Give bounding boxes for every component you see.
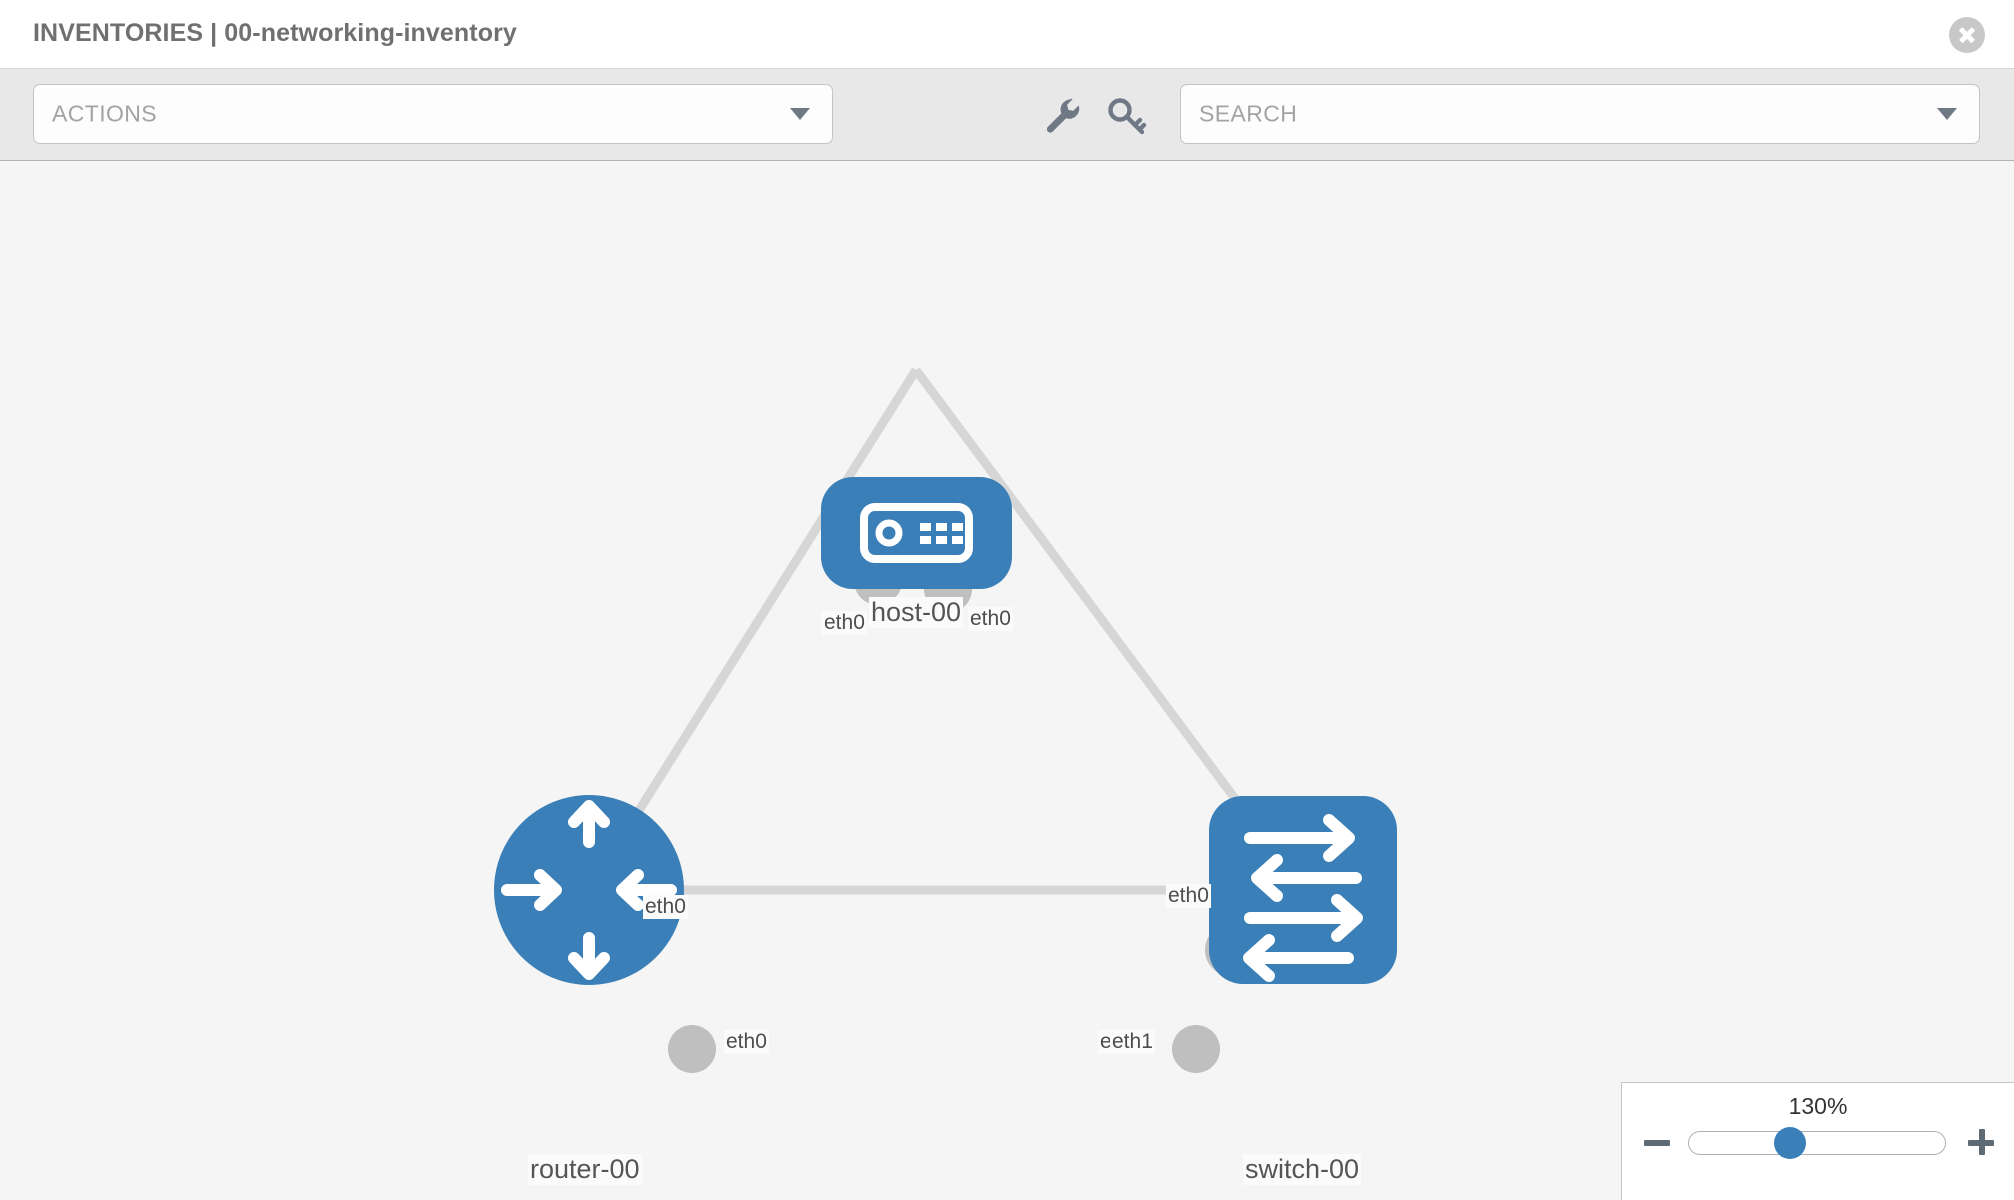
- zoom-in-button[interactable]: [1968, 1129, 1996, 1157]
- page-header: INVENTORIES | 00-networking-inventory: [0, 0, 2014, 69]
- search-input[interactable]: SEARCH: [1180, 84, 1980, 144]
- node-label-switch-00: switch-00: [1243, 1154, 1362, 1186]
- actions-dropdown-label: ACTIONS: [52, 100, 158, 127]
- node-host-00: [821, 477, 1012, 589]
- link-host-router: [585, 367, 920, 893]
- topology-connectors: [668, 557, 1257, 1073]
- link-label-router-up-eth0: eth0: [643, 895, 688, 920]
- link-label-switch-up-eth0: eth0: [1166, 884, 1211, 909]
- connector-router-right: [668, 1025, 716, 1073]
- zoom-level-label: 130%: [1788, 1093, 1848, 1119]
- link-label-host-left-eth0: eth0: [822, 611, 867, 636]
- topology-canvas[interactable]: eth0 eth0 eth0 eth0 eth0 eth eth1 host-0…: [0, 161, 2014, 1200]
- topology-graph: [494, 367, 1397, 1073]
- close-icon[interactable]: [1949, 17, 1985, 53]
- switch-icon: [1243, 814, 1363, 982]
- toolbar: ACTIONS SEARCH: [0, 69, 2014, 161]
- search-placeholder: SEARCH: [1199, 100, 1298, 127]
- link-label-router-right-eth0: eth0: [724, 1030, 769, 1055]
- node-switch-00: [1209, 796, 1397, 984]
- page-title: INVENTORIES | 00-networking-inventory: [33, 19, 517, 47]
- node-label-router-00: router-00: [528, 1154, 642, 1186]
- node-label-host-00: host-00: [869, 597, 964, 629]
- link-label-switch-left-eth1: eth1: [1110, 1030, 1155, 1055]
- actions-dropdown[interactable]: ACTIONS: [33, 84, 833, 144]
- router-icon: [501, 800, 677, 980]
- zoom-slider-thumb[interactable]: [1774, 1127, 1806, 1159]
- key-icon[interactable]: [1105, 93, 1149, 137]
- server-icon: [860, 503, 973, 563]
- wrench-icon[interactable]: [1040, 93, 1084, 137]
- chevron-down-icon: [1937, 108, 1957, 120]
- topology-links: [585, 367, 1307, 895]
- zoom-out-button[interactable]: [1644, 1129, 1672, 1157]
- node-router-00: [494, 795, 684, 985]
- link-label-host-right-eth0: eth0: [968, 607, 1013, 632]
- connector-switch-left: [1172, 1025, 1220, 1073]
- zoom-slider-track[interactable]: [1688, 1131, 1946, 1155]
- zoom-panel: 130%: [1621, 1082, 2014, 1200]
- chevron-down-icon: [790, 108, 810, 120]
